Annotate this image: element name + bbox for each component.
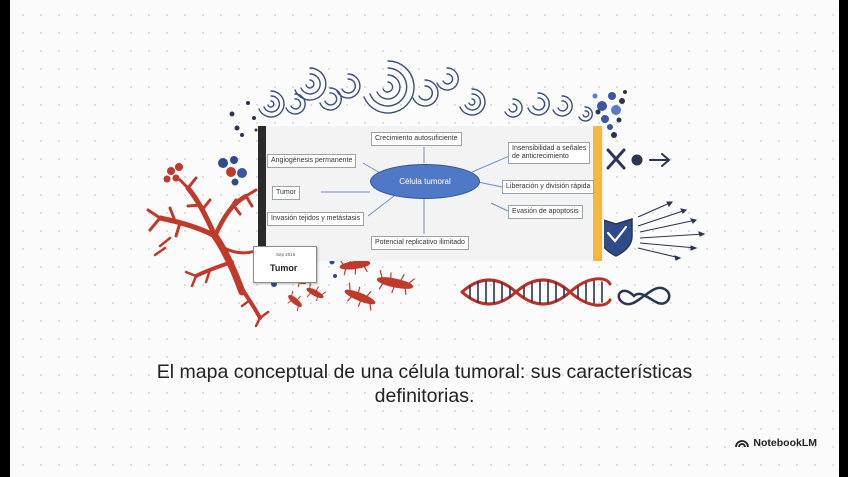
node-insensitivity: Insensibilidad a señales de anticrecimie…: [508, 142, 591, 165]
arrows-bouncing: [637, 201, 706, 261]
slide-caption: El mapa conceptual de una célula tumoral…: [30, 360, 819, 408]
illustration: [146, 60, 706, 328]
concept-map-panel: Crecimiento autosuficiente Angiogénesis …: [258, 126, 604, 261]
cell-cluster-right: [592, 90, 627, 138]
node-insensitivity-line1: Insensibilidad a señales: [512, 145, 587, 152]
swirl-icon: [294, 67, 327, 101]
node-invasion: Invasión tejidos y metástasis: [267, 212, 365, 227]
swirl-icon: [578, 106, 593, 122]
swirl-icon: [258, 90, 285, 118]
slide: Crecimiento autosuficiente Angiogénesis …: [10, 0, 839, 477]
tumor-card: Sep 2016 Tumor: [253, 246, 317, 283]
star-cells-left: [229, 101, 258, 137]
swirl-icon: [285, 93, 306, 115]
brand-name: NotebookLM: [753, 437, 817, 449]
tumor-card-label: Tumor: [270, 263, 298, 273]
concept-map-edges: [258, 126, 602, 261]
swirl-icon: [412, 79, 439, 107]
node-apoptosis: Evasión de apoptosis: [508, 205, 583, 220]
node-replicative: Potencial replicativo ilimitado: [371, 236, 469, 251]
swirls-top: [258, 60, 593, 122]
swirl-icon: [552, 95, 573, 117]
swirl-icon: [336, 73, 361, 99]
spiky-cell-icon: [344, 282, 376, 311]
cell-cluster-left: [163, 156, 247, 186]
blood-vessel-drawing: [146, 176, 270, 328]
node-insensitivity-line2: de anticrecimiento: [512, 153, 569, 161]
swirl-icon: [527, 92, 550, 116]
spiky-cell-icon: [287, 290, 302, 312]
block-signal-icon: [606, 148, 671, 170]
caption-line-1: El mapa conceptual de una célula tumoral…: [156, 361, 693, 383]
spiky-cell-icon: [376, 270, 415, 296]
node-angiogenesis: Angiogénesis permanente: [267, 154, 357, 169]
node-growth: Crecimiento autosuficiente: [371, 132, 462, 147]
node-tumor: Tumor: [272, 186, 300, 201]
swirl-icon: [363, 60, 415, 114]
infinity-icon: [617, 286, 671, 306]
notebooklm-brand: NotebookLM: [735, 437, 817, 449]
swirl-icon: [319, 87, 342, 111]
dna-helix-drawing: [460, 277, 612, 307]
node-center: Célula tumoral: [370, 164, 480, 199]
spiky-cell-icon: [306, 282, 327, 302]
swirl-icon: [459, 88, 486, 116]
node-liberation: Liberación y división rápida: [502, 180, 595, 195]
tumor-card-date: Sep 2016: [276, 252, 296, 257]
caption-line-2: definitorias.: [374, 385, 475, 407]
shield-icon: [599, 217, 633, 257]
swirl-icon: [436, 67, 459, 91]
swirl-icon: [504, 98, 523, 118]
notebooklm-logo-icon: [735, 440, 750, 448]
